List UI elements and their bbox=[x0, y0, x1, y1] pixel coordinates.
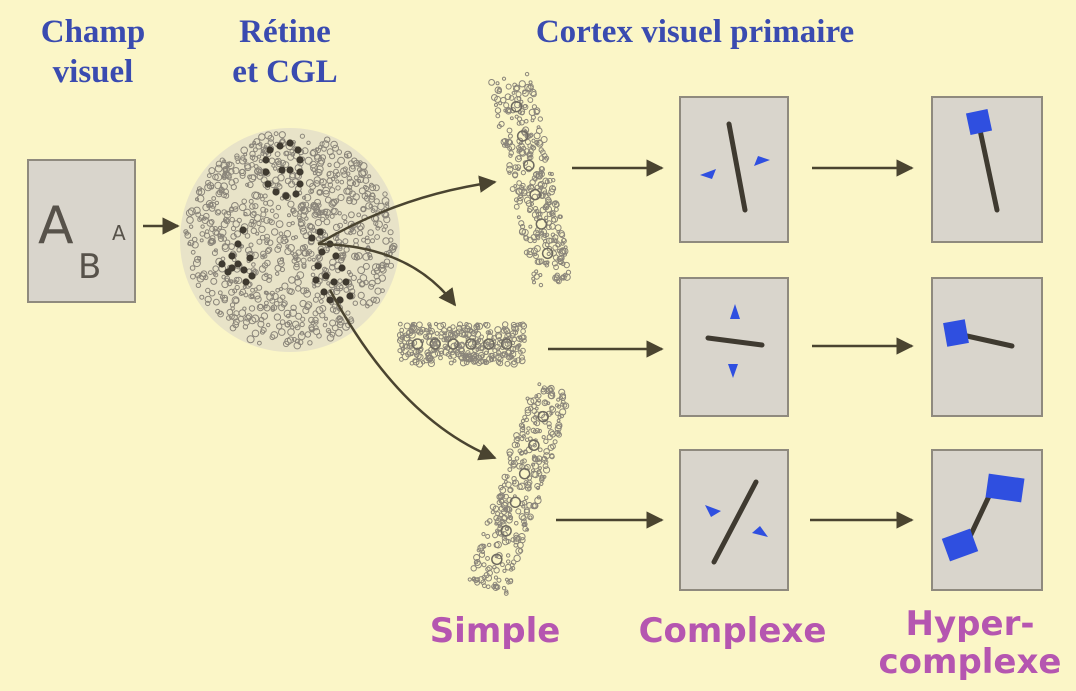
retina-lgn-field bbox=[180, 128, 400, 352]
complex-cell-2 bbox=[680, 278, 788, 416]
stimulus-letter-b: B bbox=[78, 247, 101, 287]
stimulus-letter-a-small: A bbox=[112, 221, 126, 245]
simple-cell-field-1 bbox=[487, 71, 577, 290]
simple-cells bbox=[398, 71, 578, 597]
stimulus-letter-a-large: A bbox=[38, 196, 74, 256]
complex-cell-3 bbox=[680, 450, 788, 590]
simple-cell-field-3 bbox=[465, 379, 577, 597]
hypercomplex-cell-3 bbox=[932, 450, 1042, 590]
complex-cell-1 bbox=[680, 97, 788, 242]
visual-field-box: A B A bbox=[28, 160, 135, 302]
simple-cell-field-2 bbox=[398, 322, 527, 367]
hypercomplex-cell-1 bbox=[932, 97, 1042, 242]
hypercomplex-cell-2 bbox=[932, 278, 1042, 416]
